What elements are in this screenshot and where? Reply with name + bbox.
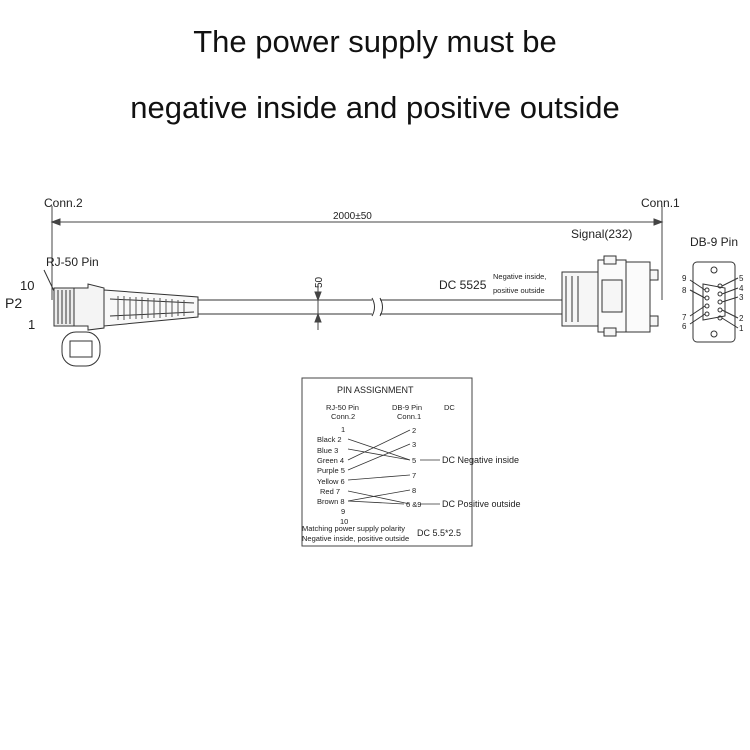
- diameter-label: 50: [314, 276, 325, 288]
- pin-assignment-box: [301, 377, 473, 547]
- db9-row-8: 8: [412, 486, 416, 495]
- db9-row-3: 3: [412, 440, 416, 449]
- db9-row-5: 5: [412, 456, 416, 465]
- db9-pin-8: 8: [682, 286, 687, 295]
- footer-dc-size: DC 5.5*2.5: [417, 528, 461, 538]
- db9-pin-6: 6: [682, 322, 687, 331]
- cable: [198, 297, 562, 317]
- db9-pin-7: 7: [682, 313, 687, 322]
- rj50-connector: [43, 269, 199, 367]
- col-dc: DC: [444, 403, 455, 412]
- rj50-pin-10: 10: [340, 517, 348, 526]
- rj50-pin-9: 9: [341, 507, 345, 516]
- db9-pin-5: 5: [739, 274, 744, 283]
- rj50-row-red: Red 7: [320, 487, 340, 496]
- dc-negative-inside: DC Negative inside: [442, 455, 519, 465]
- col-rj50-sub: Conn.2: [331, 412, 355, 421]
- dc-positive-outside: DC Positive outside: [442, 499, 521, 509]
- strain-relief-ribs: [117, 296, 185, 320]
- db9-pin-1: 1: [739, 324, 744, 333]
- col-db9-sub: Conn.1: [397, 412, 421, 421]
- dc-note-1: Negative inside,: [493, 272, 546, 281]
- diameter-dimension: [314, 284, 322, 330]
- headline-line-1: The power supply must be: [193, 24, 557, 59]
- conn2-label: Conn.2: [44, 196, 83, 210]
- pin10-label: 10: [20, 278, 34, 293]
- db9-connector: [561, 255, 659, 337]
- col-rj50: RJ-50 Pin: [326, 403, 359, 412]
- length-dimension: [50, 206, 664, 300]
- dc-jack-label: DC 5525: [439, 278, 487, 292]
- rj50-title: RJ-50 Pin: [46, 255, 99, 269]
- db9-pin-2: 2: [739, 314, 744, 323]
- db9-pin-3: 3: [739, 293, 744, 302]
- db9-row-7: 7: [412, 471, 416, 480]
- db9-title: DB-9 Pin: [690, 235, 738, 249]
- rj50-row-purple: Purple 5: [317, 466, 345, 475]
- p2-label: P2: [5, 295, 22, 311]
- col-db9: DB-9 Pin: [392, 403, 422, 412]
- pin1-label: 1: [28, 317, 35, 332]
- rj50-pin-1: 1: [341, 425, 345, 434]
- wiring-lines: [347, 429, 440, 505]
- table-title: PIN ASSIGNMENT: [337, 385, 414, 395]
- conn1-label: Conn.1: [641, 196, 680, 210]
- rj50-row-green: Green 4: [317, 456, 344, 465]
- db9-pin-9: 9: [682, 274, 687, 283]
- length-label: 2000±50: [333, 211, 372, 222]
- db9-pin-view: [689, 261, 739, 343]
- footer-polarity: Matching power supply polarity: [302, 524, 405, 533]
- db9-row-6-9: 6 &9: [406, 500, 421, 509]
- db9-row-2: 2: [412, 426, 416, 435]
- rj50-row-black: Black 2: [317, 435, 342, 444]
- rj50-row-yellow: Yellow 6: [317, 477, 345, 486]
- db9-pin-4: 4: [739, 284, 744, 293]
- footer-negative-inside: Negative inside, positive outside: [302, 534, 409, 543]
- rj50-row-brown: Brown 8: [317, 497, 345, 506]
- signal-label: Signal(232): [571, 227, 632, 241]
- rj50-row-blue: Blue 3: [317, 446, 338, 455]
- headline-line-2: negative inside and positive outside: [130, 90, 620, 125]
- dc-note-2: positive outside: [493, 286, 545, 295]
